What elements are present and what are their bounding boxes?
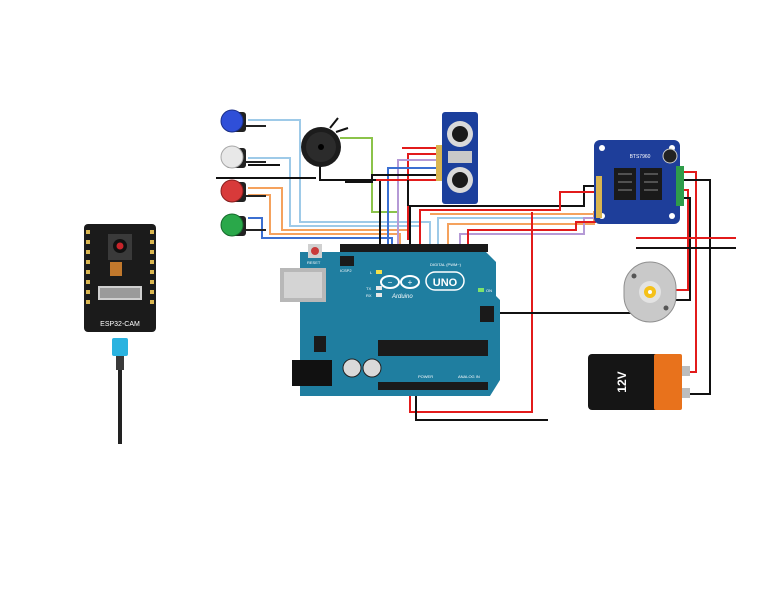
wire-buzzer-black: [319, 165, 381, 246]
push-button-blue[interactable]: [220, 109, 266, 133]
power-analog-header: [378, 382, 488, 390]
digital-header: [340, 244, 488, 252]
wire-button-white: [248, 157, 421, 246]
wire-button-blue: [248, 119, 431, 246]
wire-ultra-trig: [397, 159, 440, 246]
push-button-red[interactable]: [220, 179, 266, 203]
esp32cam-label: ESP32-CAM: [100, 321, 140, 328]
led-l-label: L: [370, 270, 373, 275]
push-buttons: [220, 109, 266, 237]
digital-header-label: DIGITAL (PWM~): [430, 262, 462, 267]
wire-power-black: [415, 388, 548, 421]
svg-text:+: +: [408, 278, 413, 287]
esp32cam-module: ESP32-CAM: [84, 224, 156, 444]
arduino-logo: − +: [380, 275, 420, 289]
power-jack: [292, 360, 332, 386]
arduino-brand: Arduino: [391, 294, 413, 300]
wire-driver-motor-red: [676, 171, 697, 373]
arduino-uno-board: RESET ICSP2 L TX RX ON DIGITAL (PWM~) − …: [280, 244, 500, 396]
reset-label: RESET: [307, 260, 321, 265]
wire-ultra-gnd: [345, 174, 440, 183]
wire-ultra-echo: [387, 167, 440, 246]
battery-12v: 12V: [588, 354, 690, 410]
push-button-green[interactable]: [220, 213, 266, 237]
motor-driver-bts7960: BTS7960: [594, 140, 684, 224]
svg-text:−: −: [388, 278, 393, 287]
led-rx-label: RX: [366, 293, 372, 298]
led-on-label: ON: [486, 288, 492, 293]
power-header-label: POWER: [418, 374, 433, 379]
icsp-label: ICSP2: [340, 268, 352, 273]
push-button-white[interactable]: [220, 145, 266, 169]
driver-terminal-block: [676, 166, 684, 206]
battery-label: 12V: [615, 371, 629, 392]
led-tx-label: TX: [366, 286, 371, 291]
wire-driver-lightblue: [437, 205, 605, 246]
wire-ultra-red-2: [407, 153, 440, 240]
arduino-model: UNO: [433, 277, 458, 289]
motor-driver-label: BTS7960: [630, 154, 651, 160]
usb-connector: [112, 338, 128, 356]
wire-driver-red2: [467, 221, 596, 246]
wire-driver-motor-black: [676, 179, 711, 395]
wire-driver-black: [409, 185, 596, 246]
buzzer: [301, 117, 349, 167]
analog-header-label: ANALOG IN: [458, 374, 480, 379]
wire-driver-purple: [459, 217, 598, 246]
dc-motor: [623, 261, 677, 323]
ultrasonic-sensor: [436, 112, 478, 204]
wire-driver-red: [419, 191, 596, 246]
atmega-chip: [378, 340, 488, 356]
wire-button-green: [248, 217, 393, 246]
